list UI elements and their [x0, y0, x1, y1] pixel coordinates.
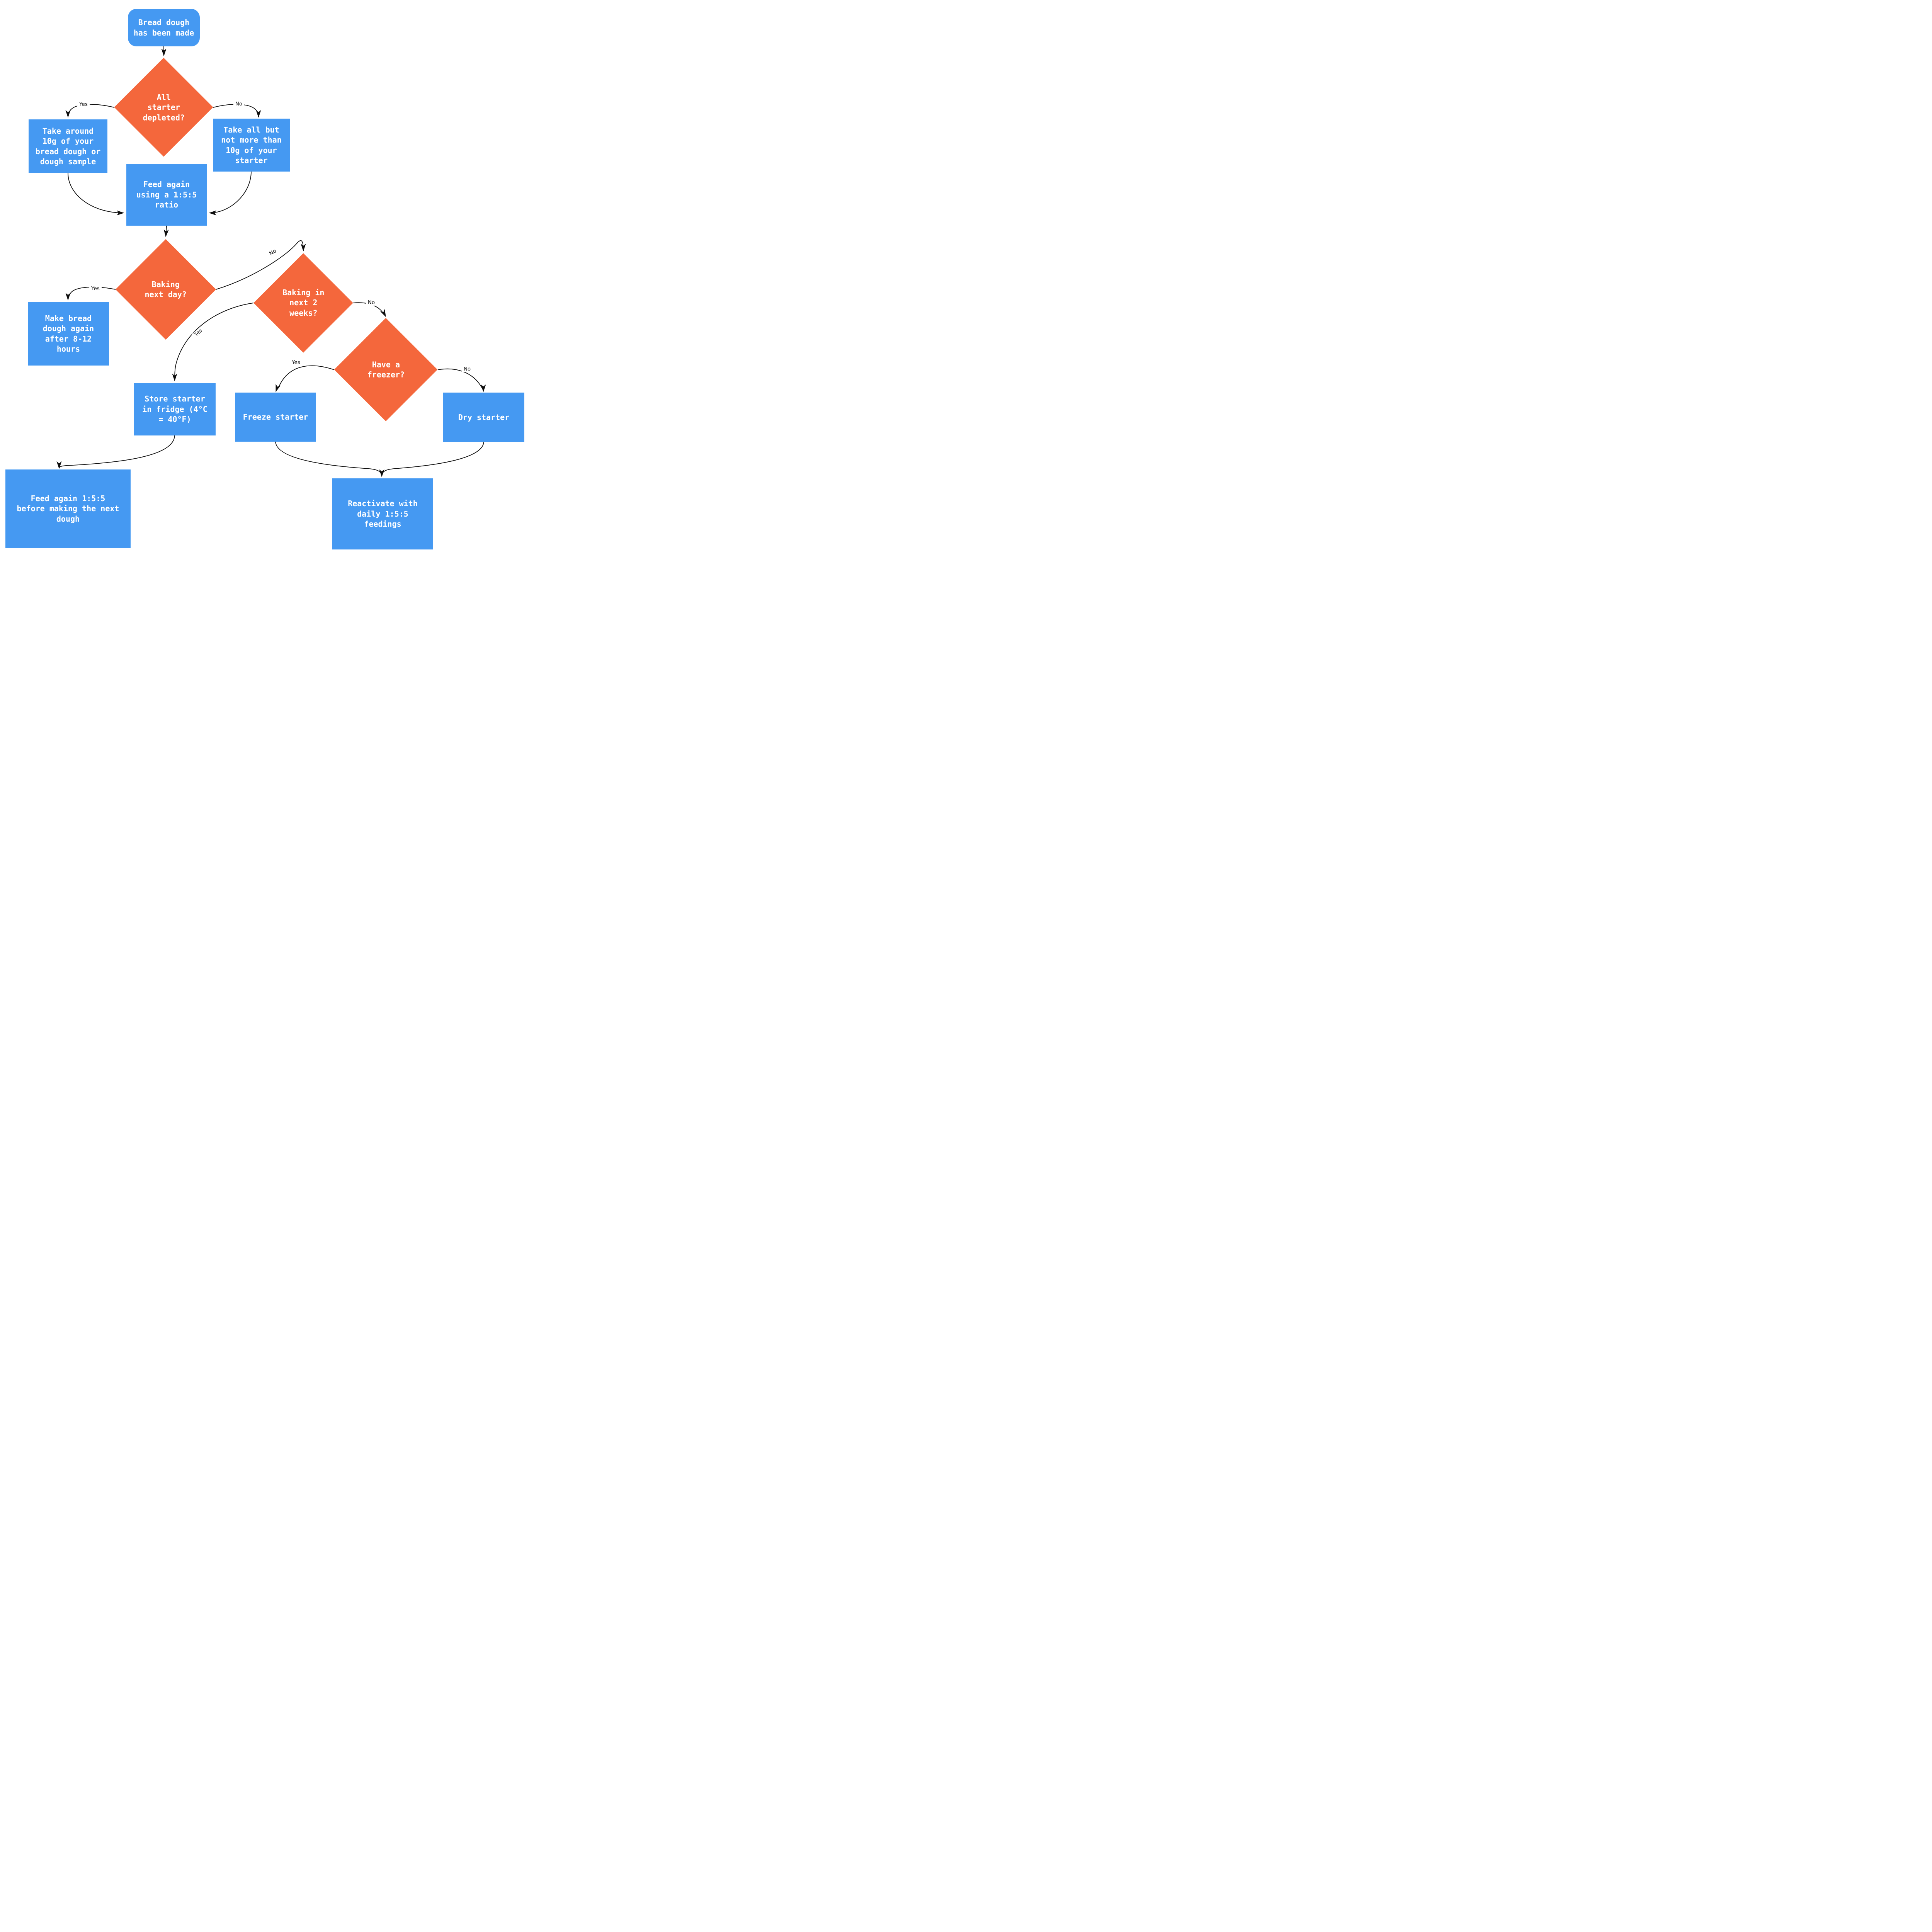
- edge-label-next-day-no: No: [266, 247, 279, 258]
- node-freeze-starter: Freeze starter: [235, 393, 316, 442]
- node-baking-2-weeks: Baking in next 2 weeks?: [253, 253, 353, 353]
- node-reactivate-label: Reactivate with daily 1:5:5 feedings: [348, 499, 418, 529]
- edge-label-next-day-yes: Yes: [89, 286, 102, 292]
- node-feed-before-next-dough-label: Feed again 1:5:5 before making the next …: [17, 493, 119, 524]
- edge-take10g-to-feed: [68, 173, 124, 216]
- edge-fridge-to-feedbefore: [56, 435, 175, 469]
- edge-label-depleted-yes: Yes: [77, 101, 90, 107]
- node-start: Bread dough has been made: [128, 9, 200, 46]
- node-take-10g-dough: Take around 10g of your bread dough or d…: [29, 119, 107, 173]
- node-store-fridge: Store starter in fridge (4°C = 40°F): [134, 383, 216, 435]
- edge-freezer-yes: [276, 365, 335, 392]
- node-start-label: Bread dough has been made: [133, 18, 194, 37]
- node-all-starter-depleted: All starter depleted?: [114, 58, 213, 157]
- node-baking-next-day-label: Baking next day?: [145, 279, 187, 299]
- edge-label-freezer-yes: Yes: [290, 359, 302, 366]
- flowchart-canvas: Bread dough has been made All starter de…: [0, 0, 530, 552]
- node-baking-next-day: Baking next day?: [115, 239, 216, 340]
- node-dry-starter: Dry starter: [443, 393, 524, 442]
- node-feed-before-next-dough: Feed again 1:5:5 before making the next …: [5, 469, 131, 548]
- edge-label-two-weeks-yes: Yes: [191, 326, 205, 339]
- node-make-dough-again-label: Make bread dough again after 8-12 hours: [43, 313, 94, 354]
- edge-freeze-to-reactivate: [275, 441, 384, 477]
- edge-label-depleted-no: No: [233, 101, 245, 107]
- edge-feed-to-nextday: [163, 225, 169, 237]
- node-dry-starter-label: Dry starter: [458, 412, 510, 422]
- edge-freezer-no: [437, 368, 486, 392]
- node-feed-155-label: Feed again using a 1:5:5 ratio: [136, 180, 197, 210]
- edge-depleted-yes: [65, 104, 115, 118]
- edge-takeall-to-feed: [209, 171, 252, 216]
- node-feed-155: Feed again using a 1:5:5 ratio: [126, 164, 207, 226]
- node-take-all-but-10g: Take all but not more than 10g of your s…: [213, 119, 290, 172]
- node-store-fridge-label: Store starter in fridge (4°C = 40°F): [142, 394, 207, 424]
- node-have-freezer-label: Have a freezer?: [367, 360, 405, 379]
- node-have-freezer: Have a freezer?: [334, 318, 438, 422]
- edge-label-freezer-no: No: [461, 366, 473, 372]
- node-take-all-but-10g-label: Take all but not more than 10g of your s…: [221, 125, 282, 165]
- node-make-dough-again: Make bread dough again after 8-12 hours: [28, 302, 109, 366]
- node-freeze-starter-label: Freeze starter: [243, 412, 308, 422]
- node-all-starter-depleted-label: All starter depleted?: [143, 92, 185, 122]
- node-take-10g-dough-label: Take around 10g of your bread dough or d…: [35, 126, 101, 166]
- edge-dry-to-reactivate: [379, 442, 484, 477]
- node-reactivate: Reactivate with daily 1:5:5 feedings: [332, 478, 433, 549]
- node-baking-2-weeks-label: Baking in next 2 weeks?: [282, 288, 325, 318]
- edge-label-two-weeks-no: No: [366, 299, 377, 306]
